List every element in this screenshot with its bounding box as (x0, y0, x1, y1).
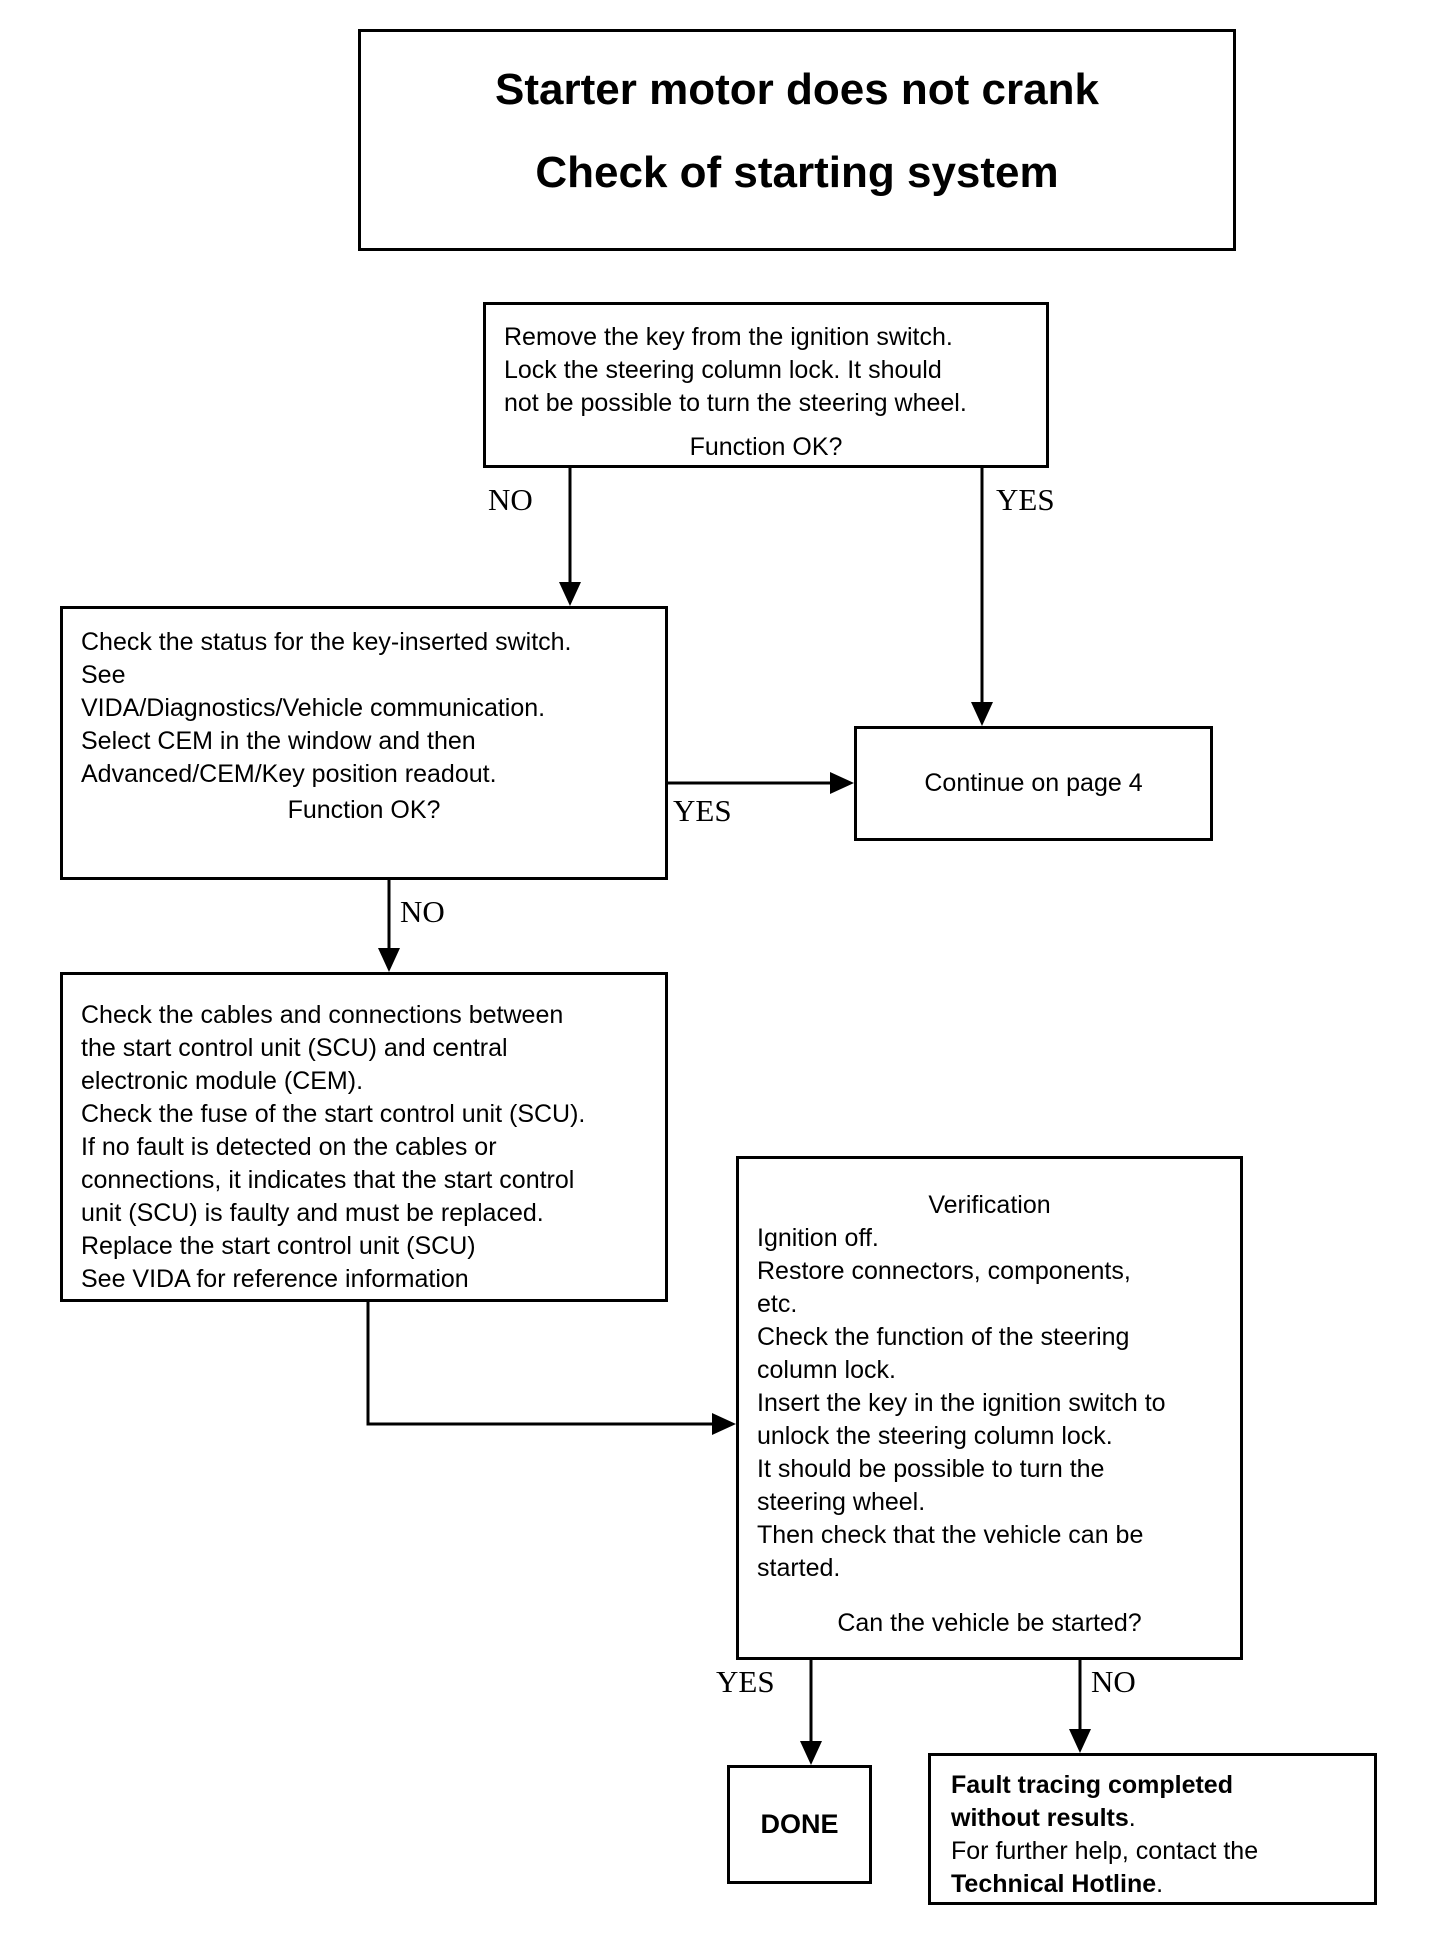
step3-line: unit (SCU) is faulty and must be replace… (81, 1199, 544, 1227)
arrowhead-into-fault (1069, 1729, 1091, 1753)
title-line-1: Starter motor does not crank (495, 65, 1099, 114)
step3-line: electronic module (CEM). (81, 1067, 364, 1095)
step2-line: See (81, 661, 126, 689)
fault-line4-rest: . (1156, 1870, 1164, 1898)
fault-line2-bold: without results (951, 1804, 1129, 1832)
step-check-key-switch-box: Check the status for the key-inserted sw… (60, 606, 668, 880)
fault-tracing-box: Fault tracing completed without results.… (928, 1753, 1377, 1905)
verification-line: It should be possible to turn the (757, 1455, 1105, 1483)
step-remove-key-box: Remove the key from the ignition switch.… (483, 302, 1049, 468)
edge-label-yes: YES (716, 1664, 775, 1699)
step2-line: Advanced/CEM/Key position readout. (81, 760, 497, 788)
fault-line: Technical Hotline. (951, 1868, 1356, 1901)
step2-line: Check the status for the key-inserted sw… (81, 628, 572, 656)
step2-line: VIDA/Diagnostics/Vehicle communication. (81, 694, 546, 722)
arrowhead-into-verification (712, 1413, 736, 1435)
step1-line: not be possible to turn the steering whe… (504, 389, 967, 417)
verification-line: etc. (757, 1290, 798, 1318)
verification-line: Restore connectors, components, (757, 1257, 1131, 1285)
verification-box: Verification Ignition off. Restore conne… (736, 1156, 1243, 1660)
step3-line: the start control unit (SCU) and central (81, 1034, 508, 1062)
step3-line: connections, it indicates that the start… (81, 1166, 575, 1194)
arrowhead-into-continue-left (830, 772, 854, 794)
verification-line: column lock. (757, 1356, 896, 1384)
step3-line: If no fault is detected on the cables or (81, 1133, 497, 1161)
fault-line2-rest: . (1128, 1804, 1136, 1832)
arrowhead-into-step2 (559, 582, 581, 606)
step3-line: Check the fuse of the start control unit… (81, 1100, 586, 1128)
step-check-cables-box: Check the cables and connections between… (60, 972, 668, 1302)
step2-question: Function OK? (287, 796, 441, 824)
step3-line: Check the cables and connections between (81, 1001, 564, 1029)
verification-line: started. (757, 1554, 841, 1582)
step1-question: Function OK? (689, 433, 843, 461)
title-line-2: Check of starting system (535, 148, 1059, 197)
edge-label-yes: YES (996, 482, 1055, 517)
verification-line: unlock the steering column lock. (757, 1422, 1113, 1450)
verification-title: Verification (928, 1191, 1051, 1219)
fault-line: Fault tracing completed (951, 1769, 1356, 1802)
arrowhead-into-step3 (378, 948, 400, 972)
verification-line: Then check that the vehicle can be (757, 1521, 1144, 1549)
arrowhead-into-continue-top (971, 702, 993, 726)
verification-line: steering wheel. (757, 1488, 926, 1516)
step1-line: Remove the key from the ignition switch. (504, 323, 953, 351)
arrowhead-into-done (800, 1741, 822, 1765)
fault-line1-bold: Fault tracing completed (951, 1771, 1233, 1799)
edge-label-no: NO (1091, 1664, 1136, 1699)
verification-line: Ignition off. (757, 1224, 879, 1252)
edge-label-no: NO (488, 482, 533, 517)
verification-line: Insert the key in the ignition switch to (757, 1389, 1166, 1417)
edge-label-no: NO (400, 894, 445, 929)
continue-page4-box: Continue on page 4 (854, 726, 1213, 841)
done-box: DONE (727, 1765, 872, 1884)
edge-label-yes: YES (673, 793, 732, 828)
verification-line: Check the function of the steering (757, 1323, 1130, 1351)
step3-line: Replace the start control unit (SCU) (81, 1232, 476, 1260)
done-label: DONE (760, 1809, 839, 1839)
fault-line: without results. (951, 1802, 1356, 1835)
fault-line: For further help, contact the (951, 1837, 1259, 1865)
fault-line4-bold: Technical Hotline (951, 1870, 1157, 1898)
verification-question: Can the vehicle be started? (837, 1609, 1142, 1637)
edge-step3-verification-line (366, 1302, 715, 1426)
continue-label: Continue on page 4 (924, 769, 1143, 797)
title-box: Starter motor does not crank Check of st… (358, 29, 1236, 251)
step2-line: Select CEM in the window and then (81, 727, 476, 755)
step1-line: Lock the steering column lock. It should (504, 356, 942, 384)
step3-line: See VIDA for reference information (81, 1265, 469, 1293)
